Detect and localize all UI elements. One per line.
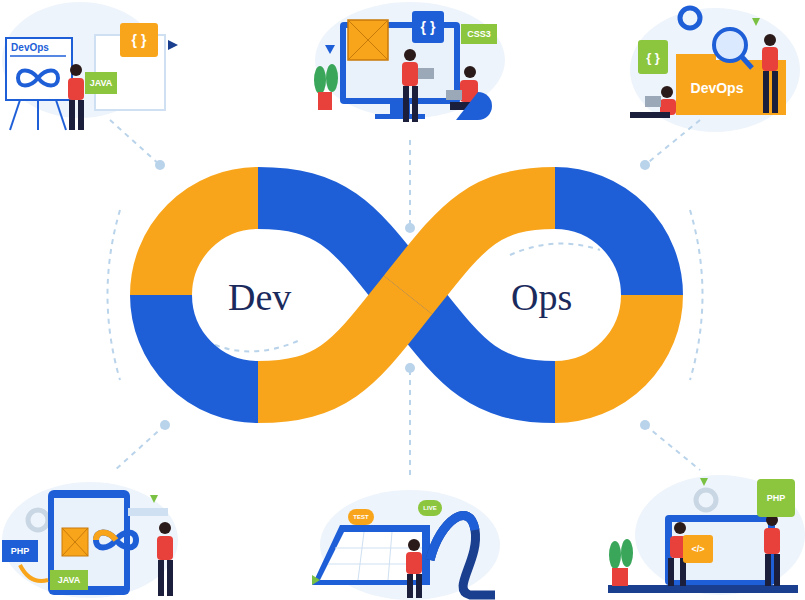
node-text: { }	[646, 50, 660, 65]
speech-bubble: TEST	[348, 509, 374, 525]
node-text: CSS3	[467, 29, 491, 39]
language-tag: JAVA	[50, 570, 88, 590]
node-text: JAVA	[90, 78, 113, 88]
integration-scene	[608, 478, 798, 593]
planning-scene	[312, 516, 495, 598]
node-text: </>	[691, 544, 704, 554]
node-text: { }	[132, 32, 147, 48]
language-tag: JAVA	[85, 72, 117, 94]
puzzle-piece: </>	[683, 535, 713, 563]
mobile-scene	[20, 490, 173, 596]
code-card: { }	[120, 23, 158, 57]
leader-line	[108, 120, 703, 480]
node-text: JAVA	[58, 575, 81, 585]
speech-bubble: LIVE	[418, 500, 442, 516]
node-text: DevOps	[11, 42, 49, 53]
language-tag: PHP	[2, 540, 38, 562]
code-card: { }	[412, 11, 444, 43]
language-tag: CSS3	[461, 24, 497, 44]
puzzle-piece: PHP	[757, 479, 795, 517]
board-heading: DevOps	[8, 40, 52, 55]
folder-label: DevOps	[687, 77, 747, 99]
node-text: LIVE	[423, 505, 436, 511]
infinity-loop	[161, 198, 652, 392]
loop-label: Ops	[511, 275, 572, 319]
loop-label: Dev	[228, 275, 291, 319]
node-text: TEST	[353, 514, 368, 520]
node-text: PHP	[767, 493, 786, 503]
node-text: { }	[421, 19, 436, 35]
code-card: { }	[638, 40, 668, 74]
node-text: PHP	[11, 546, 30, 556]
node-text: DevOps	[691, 80, 744, 96]
review-scene	[630, 8, 786, 118]
